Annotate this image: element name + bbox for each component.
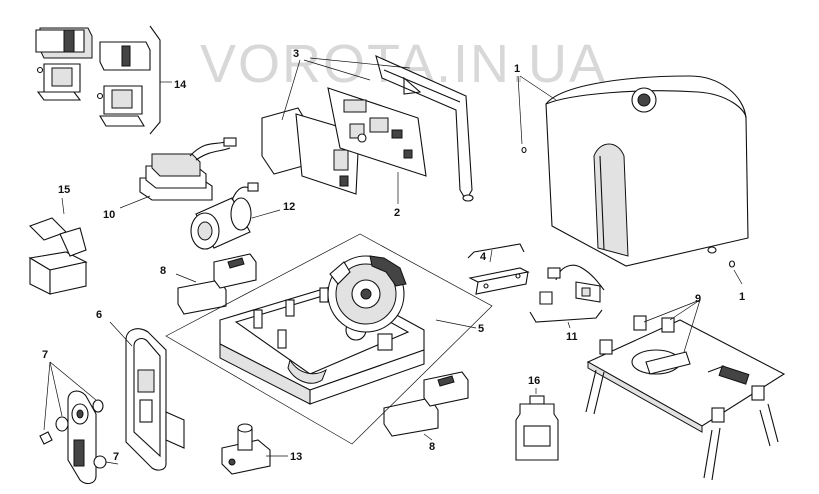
callout-11: 11 (566, 331, 578, 343)
part-9-foundation-plate (585, 299, 786, 481)
callout-6: 6 (96, 309, 102, 321)
callout-12: 12 (283, 201, 295, 213)
part-4-bracket (467, 243, 530, 295)
part-15-box (28, 197, 88, 295)
callout-14: 14 (174, 79, 187, 91)
callout-2: 2 (394, 207, 400, 219)
part-8-clamp-top (175, 253, 257, 315)
callout-7-bottom: 7 (113, 451, 119, 463)
callout-4: 4 (480, 251, 487, 263)
part-6-release-cover (109, 321, 185, 471)
part-8-clamp-bottom (383, 371, 469, 441)
callout-1-top: 1 (514, 63, 520, 75)
callout-8-bottom: 8 (429, 441, 435, 453)
part-5-base-gearbox (165, 233, 493, 445)
callout-10: 10 (103, 209, 115, 221)
part-12-motor (190, 182, 281, 250)
callout-5: 5 (478, 323, 484, 335)
part-7-release-lever (39, 361, 119, 485)
part-14-limit-switch-brackets (35, 25, 172, 135)
part-16-jar (515, 388, 559, 461)
callout-8-top: 8 (160, 265, 166, 277)
callout-13: 13 (290, 451, 302, 463)
callout-3: 3 (293, 48, 299, 60)
part-11-limit-switch (529, 264, 605, 329)
part-13-release-cam (221, 423, 288, 475)
callout-9: 9 (695, 293, 701, 305)
callout-1-bottom: 1 (739, 291, 745, 303)
part-3-control-unit (261, 55, 474, 204)
callout-16: 16 (528, 375, 540, 387)
part-1-cover (517, 75, 749, 285)
callout-15: 15 (58, 184, 70, 196)
part-10-transformer (119, 137, 237, 209)
callout-7-top: 7 (42, 349, 48, 361)
